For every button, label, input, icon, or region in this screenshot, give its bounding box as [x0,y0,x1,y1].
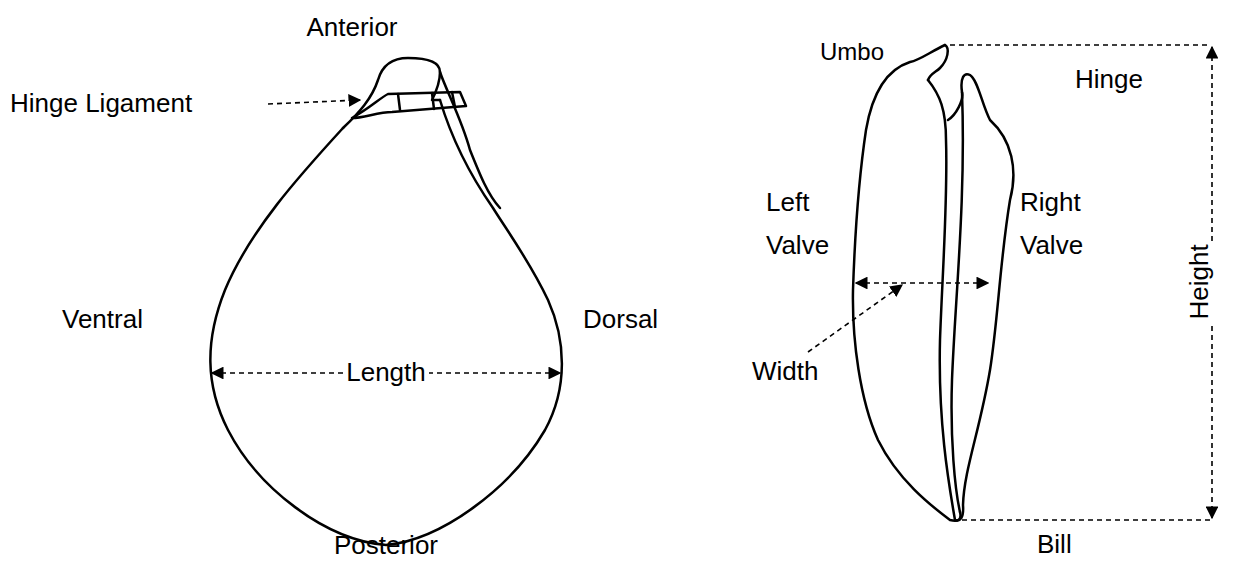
valve-edge [440,72,500,208]
height-bottom-extension [962,519,1210,521]
dimension-label: Length [343,358,429,388]
right-valve [928,74,1013,520]
hinge-ligament-leader [268,100,360,104]
part-label: Right Valve [1020,181,1130,267]
part-label: Hinge [1075,59,1143,101]
part-label: Umbo [817,38,887,66]
width-leader [808,285,902,352]
umbo-tip [928,45,948,80]
width-dimension [856,282,988,284]
height-top-extension [950,44,1210,46]
direction-label: Posterior [334,525,438,567]
part-label: Bill [1037,524,1072,566]
direction-label: Ventral [62,299,143,341]
part-label: Left Valve [766,181,866,267]
dimension-label: Height [1184,241,1214,322]
ligament-divisions [398,92,455,110]
valve-seam [952,92,963,512]
shell-outline [210,100,562,545]
direction-label: Dorsal [583,299,658,341]
part-label: Hinge Ligament [10,83,192,125]
dimension-label: Width [752,351,818,393]
direction-label: Anterior [306,7,397,49]
